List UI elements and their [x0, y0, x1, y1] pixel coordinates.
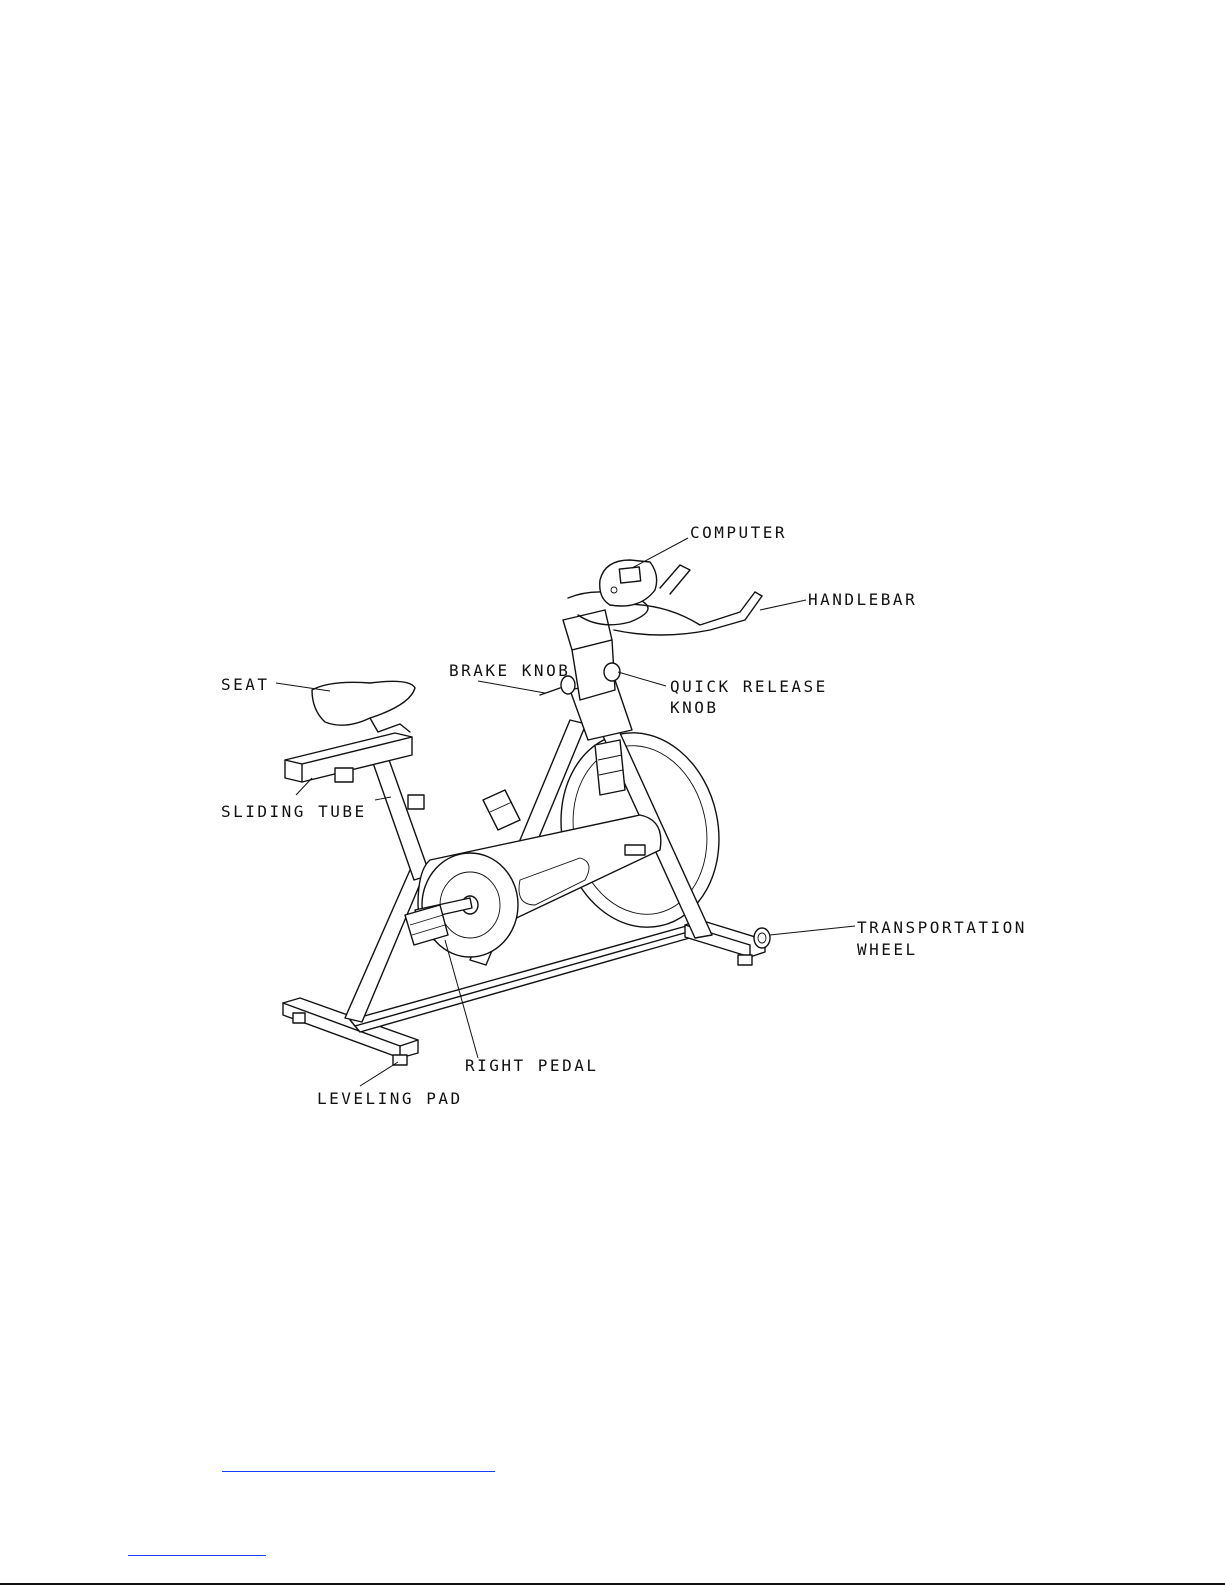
bottle-holder	[483, 790, 520, 830]
link-underline-1[interactable]	[222, 1471, 495, 1472]
link-underline-2[interactable]	[128, 1555, 266, 1556]
label-quick-release-knob-line2: KNOB	[670, 698, 719, 717]
label-right-pedal: RIGHT PEDAL	[465, 1056, 598, 1075]
label-transportation-wheel-line1: TRANSPORTATION	[857, 918, 1027, 937]
base-beam	[350, 925, 700, 1032]
label-quick-release-knob-line1: QUICK RELEASE	[670, 677, 828, 696]
label-computer: COMPUTER	[690, 523, 787, 542]
label-handlebar: HANDLEBAR	[808, 590, 917, 609]
label-sliding-tube: SLIDING TUBE	[221, 802, 367, 821]
seat-assembly	[285, 681, 424, 809]
label-brake-knob: BRAKE KNOB	[449, 661, 570, 680]
label-transportation-wheel-line2: WHEEL	[857, 940, 918, 959]
label-seat: SEAT	[221, 675, 270, 694]
label-leveling-pad: LEVELING PAD	[317, 1089, 463, 1108]
computer-console	[600, 560, 657, 606]
